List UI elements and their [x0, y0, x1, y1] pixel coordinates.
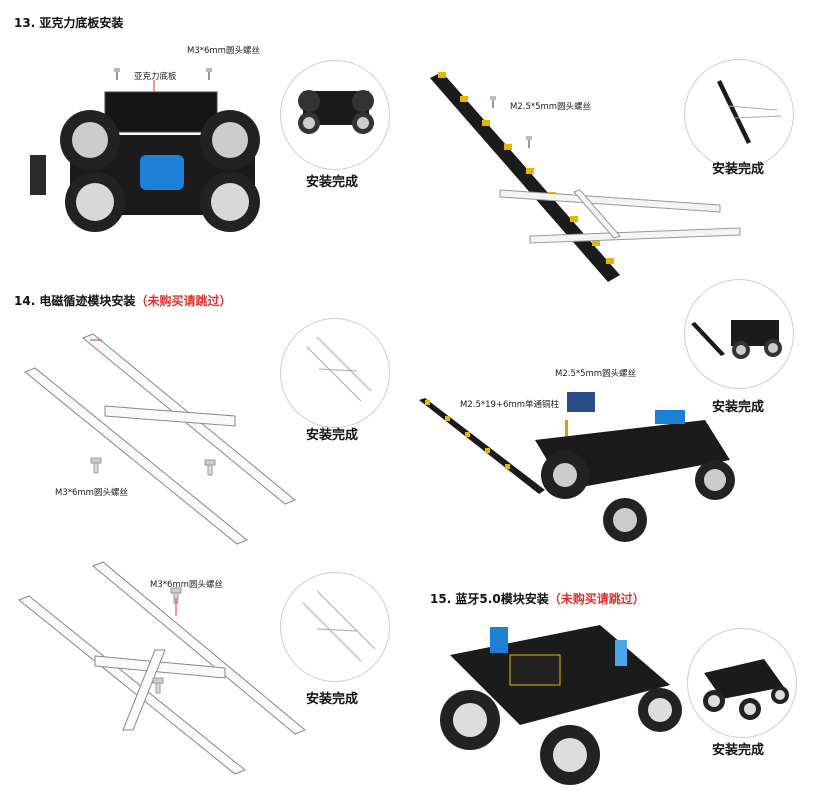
step14-done-b: 安装完成	[306, 692, 359, 707]
step13b-done: 安装完成	[712, 162, 765, 177]
step14-result-circle-a	[280, 318, 390, 428]
step14c-done: 安装完成	[712, 400, 765, 415]
step15-title-main: 15. 蓝牙5.0模块安装	[430, 592, 549, 606]
step13b-sensor-bar-drawing	[430, 72, 741, 282]
step13-done: 安装完成	[306, 175, 359, 190]
step14c-result-circle	[684, 279, 794, 389]
step13-screw-label: M3*6mm圆头螺丝	[187, 46, 260, 56]
step14-result-circle-b	[280, 572, 390, 682]
screw-icon	[90, 457, 102, 474]
step13-chassis-drawing	[30, 68, 260, 232]
step13-plate-label: 亚克力底板	[134, 72, 177, 82]
step14-done-a: 安装完成	[306, 428, 359, 443]
step13-title: 13. 亚克力底板安装	[14, 16, 124, 30]
step15-title-skip: （未购买请跳过）	[548, 592, 645, 606]
step15-done: 安装完成	[712, 743, 765, 758]
step15-car-drawing	[440, 625, 682, 785]
step13b-result-circle	[684, 59, 794, 169]
step13b-screw-label: M2.5*5mm圆头螺丝	[510, 102, 592, 112]
step14-title-main: 14. 电磁循迹模块安装	[14, 294, 136, 308]
screw-icon	[490, 96, 496, 108]
step15-title: 15. 蓝牙5.0模块安装（未购买请跳过）	[430, 590, 645, 607]
screw-icon	[204, 459, 216, 476]
step14-bracket-drawing-a	[24, 333, 296, 545]
step14c-pillar-label: M2.5*19+6mm单通铜柱	[460, 400, 560, 410]
step15-result-circle	[687, 628, 797, 738]
step13-result-circle	[280, 60, 390, 170]
screw-icon	[526, 136, 532, 148]
screw-icon	[114, 68, 120, 80]
step14c-screw-label: M2.5*5mm圆头螺丝	[555, 369, 637, 379]
step14-screw-label-b: M3*6mm圆头螺丝	[150, 580, 223, 590]
screw-icon	[206, 68, 212, 80]
step14-bracket-drawing-b	[18, 561, 306, 775]
step14-title: 14. 电磁循迹模块安装（未购买请跳过）	[14, 292, 231, 309]
step14-title-skip: （未购买请跳过）	[135, 294, 232, 308]
step14-screw-label-a: M3*6mm圆头螺丝	[55, 488, 128, 498]
step14c-car-drawing	[419, 392, 735, 542]
screw-icon	[152, 677, 164, 694]
